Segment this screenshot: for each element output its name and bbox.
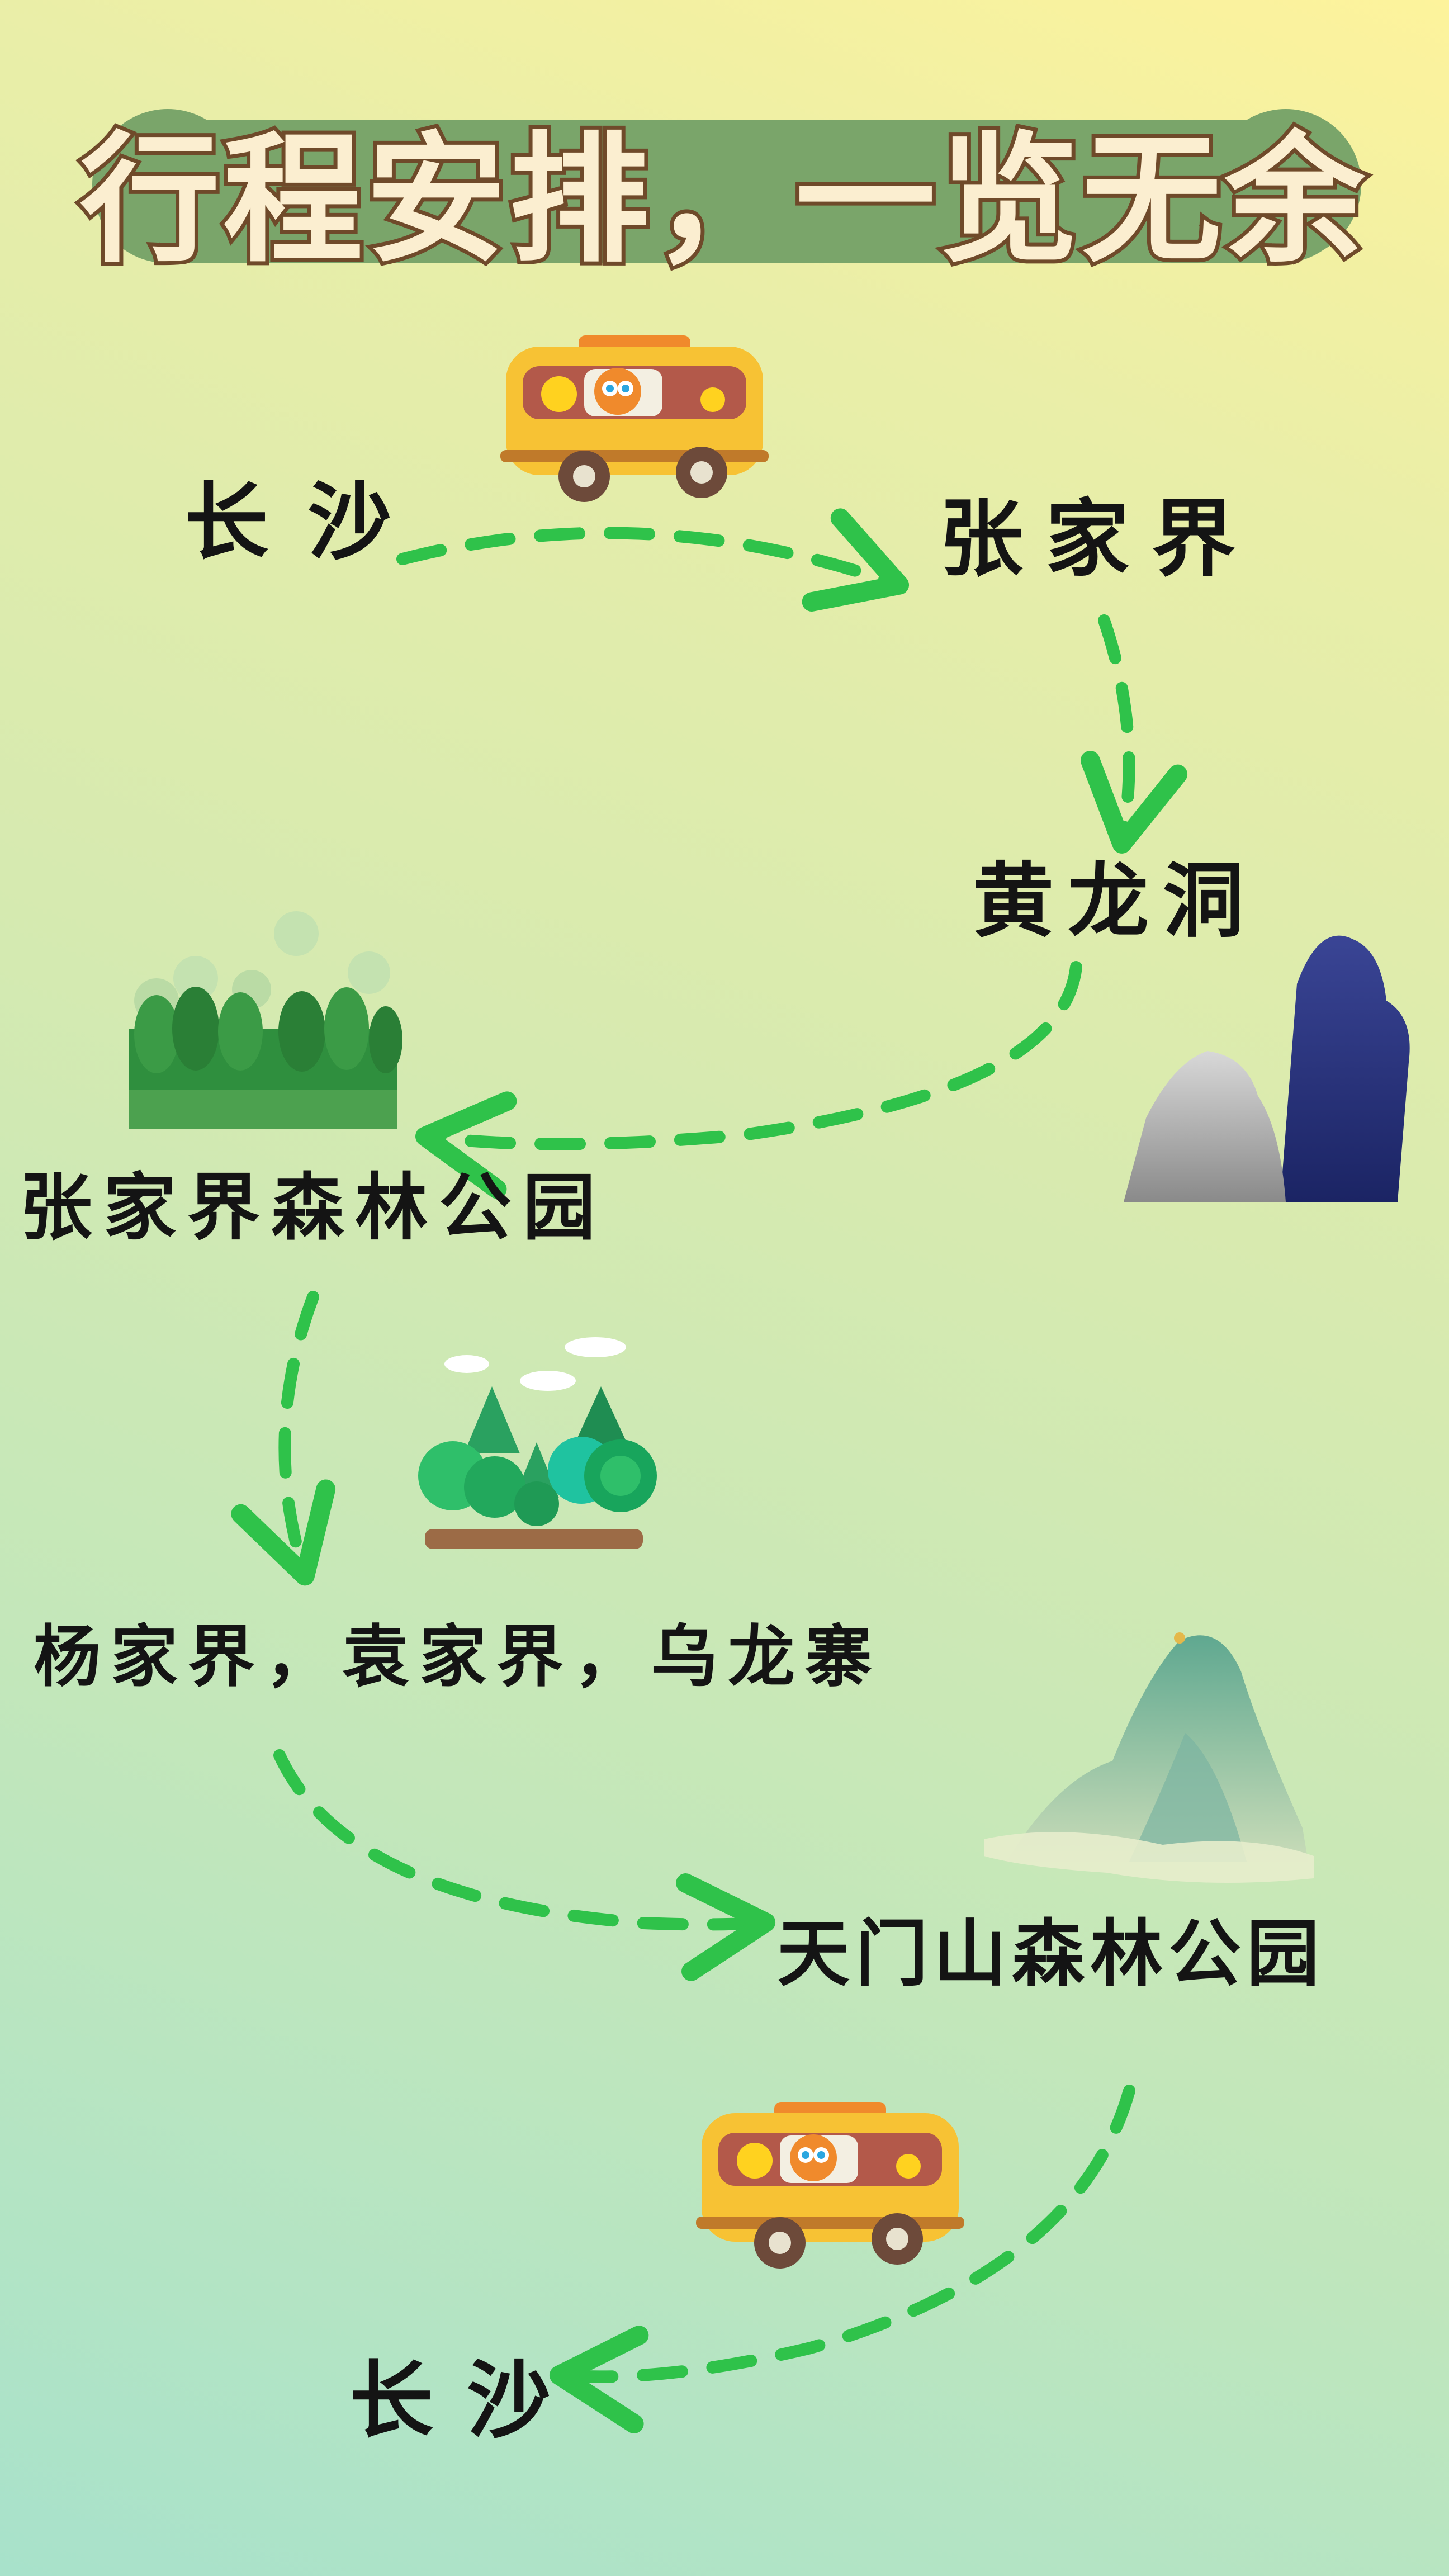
bus-icon [500,335,769,502]
route-arrow-6 [549,2085,1135,2433]
route-arrow-3 [415,961,1082,1199]
green-mountain-icon [984,1632,1314,1883]
bus-icon [696,2102,964,2269]
route-arrow-2 [1080,614,1188,854]
forest-icon [129,911,402,1129]
stop-zhangjiajie: 张家界 [939,491,1258,588]
stop-changsha-start: 长沙 [184,474,431,571]
route-arrow-1 [396,508,910,612]
poster-title: 行程安排，一览无余 [76,115,1368,285]
route-lines [231,508,1188,2433]
tree-cluster-icon [418,1337,657,1549]
route-arrow-5 [273,1749,776,1981]
stop-yangjiajie-yuanjiajie-wulongzhai: 杨家界，袁家界，乌龙寨 [34,1618,882,1696]
route-arrow-4 [231,1291,336,1586]
stop-changsha-end: 长沙 [349,2352,585,2450]
stop-tianmen-mountain-forest-park: 天门山森林公园 [777,1911,1325,1996]
stop-zhangjiajie-forest-park: 张家界森林公园 [20,1165,607,1250]
rock-peaks-icon [1124,935,1410,1202]
title-plate [92,109,1361,263]
stop-huanglong-cave: 黄龙洞 [973,854,1258,949]
